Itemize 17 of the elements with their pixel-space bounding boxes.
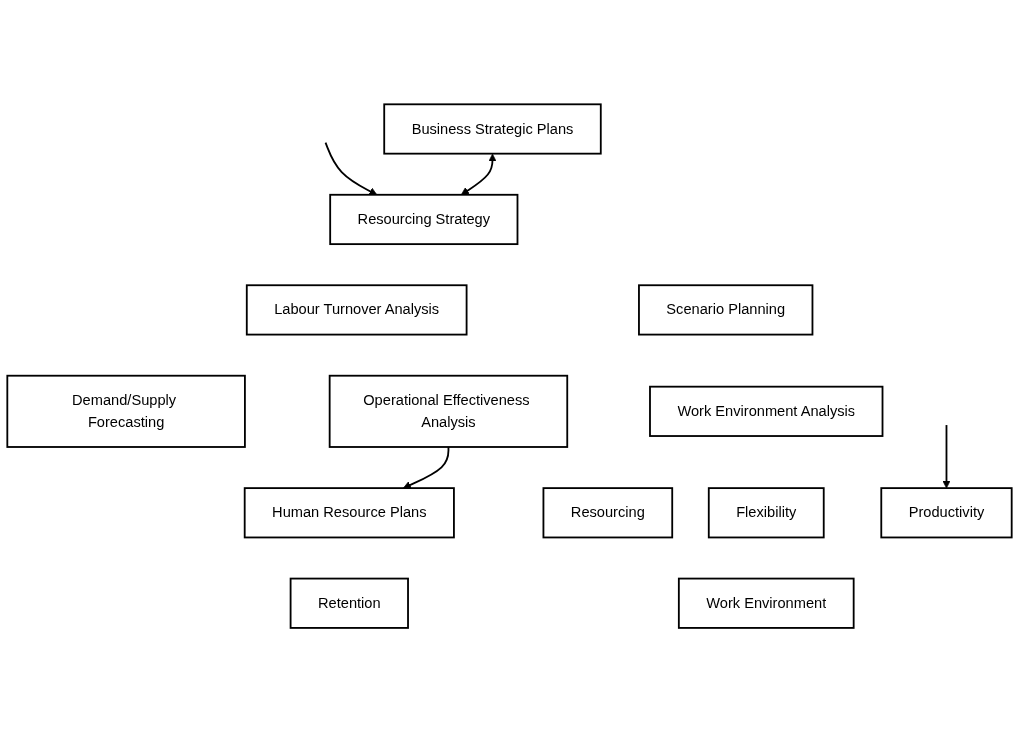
- arrow: [403, 446, 450, 490]
- node-box: Scenario Planning: [638, 284, 814, 336]
- node-box: Work Environment Analysis: [649, 386, 884, 438]
- node-box: Productivity: [880, 487, 1013, 539]
- arrow: [324, 142, 378, 196]
- arrow: [942, 424, 951, 489]
- node-box: Resourcing: [542, 487, 674, 539]
- node-box: Resourcing Strategy: [329, 194, 519, 246]
- node-box: Demand/Supply Forecasting: [6, 375, 246, 449]
- node-box: Human Resource Plans: [243, 487, 455, 539]
- node-box: Work Environment: [677, 578, 855, 630]
- node-box: Retention: [289, 578, 409, 630]
- node-box: Labour Turnover Analysis: [245, 284, 468, 336]
- node-box: Flexibility: [707, 487, 825, 539]
- arrow: [460, 154, 497, 196]
- node-box: Business Strategic Plans: [383, 103, 602, 155]
- node-box: Operational Effectiveness Analysis: [328, 375, 569, 449]
